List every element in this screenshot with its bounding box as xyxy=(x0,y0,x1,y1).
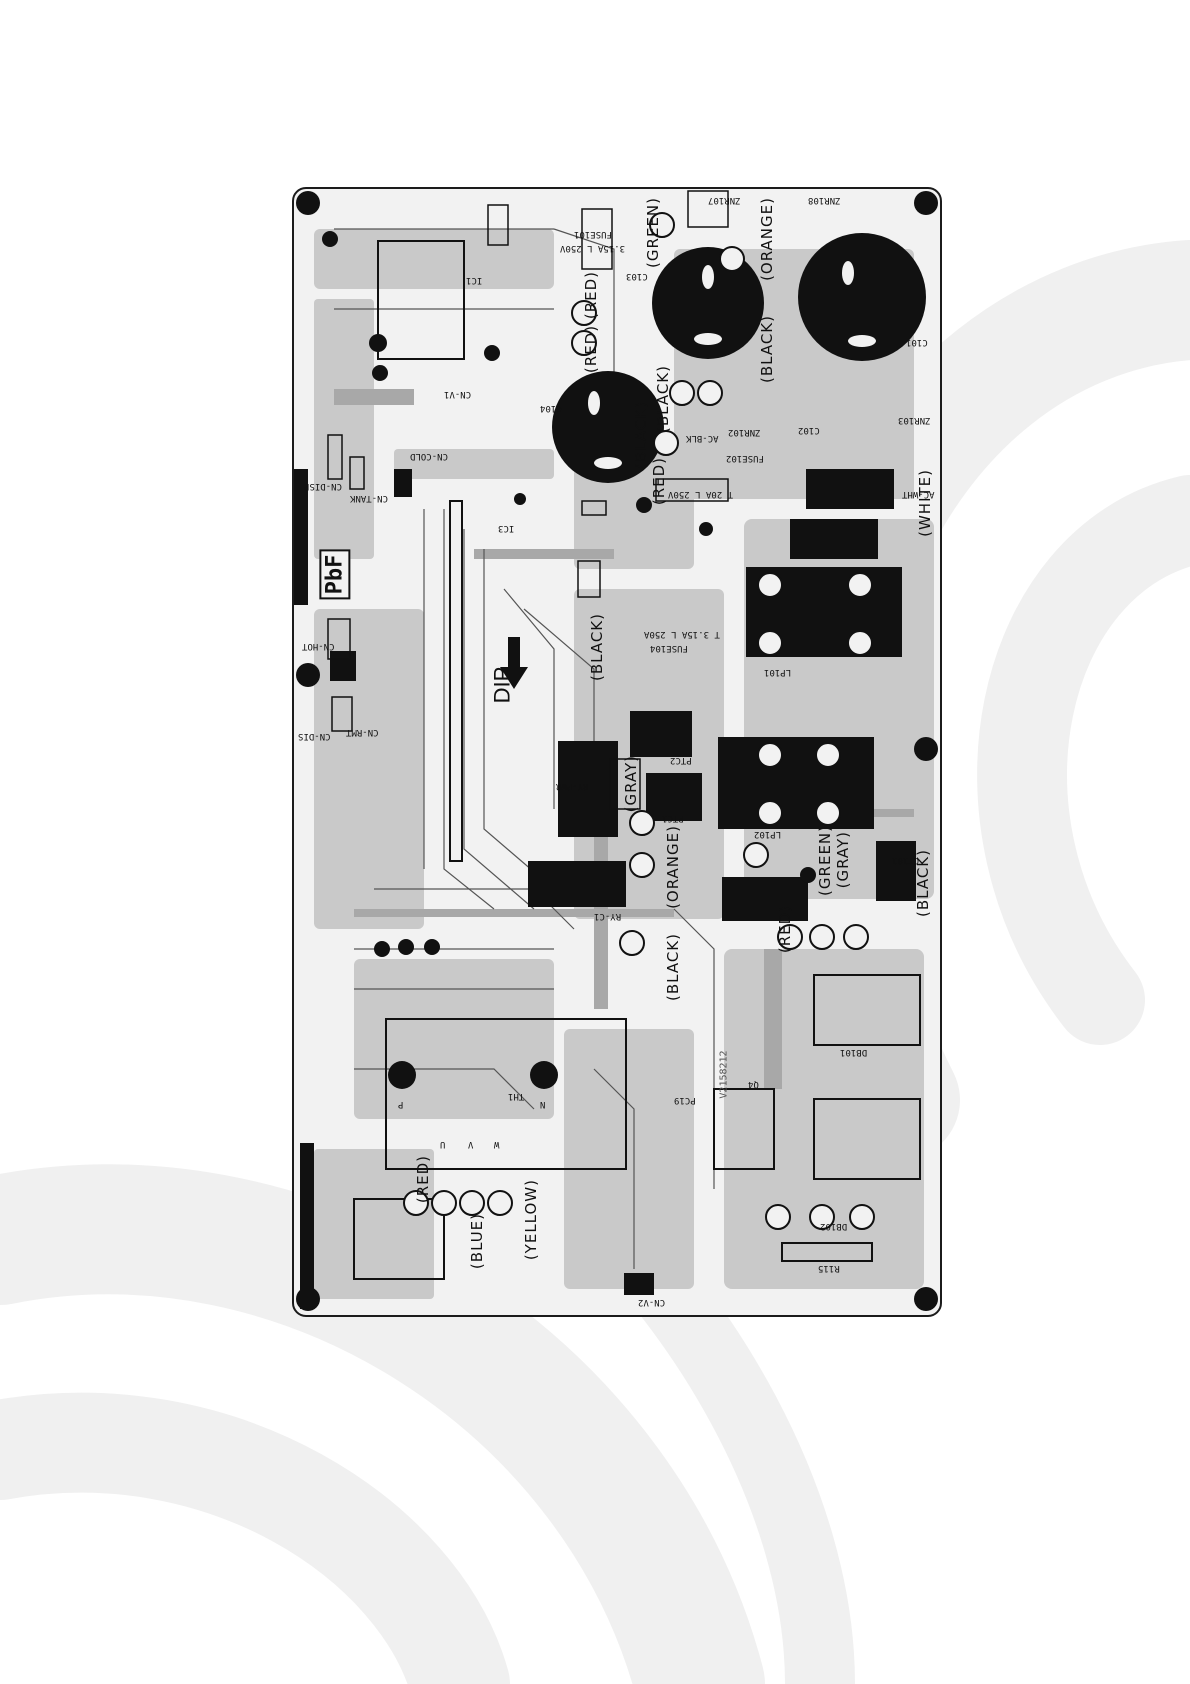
wire-label-black-top: (BLACK) xyxy=(758,315,776,384)
pcb-artwork xyxy=(294,190,938,1311)
wire-label-black-left: (BLACK) xyxy=(632,401,650,470)
wire-label-red-mid: (RED) xyxy=(650,457,668,506)
pbf-marking: PbF xyxy=(319,549,351,600)
ref-ry-c1: RY-C1 xyxy=(594,911,622,921)
ref-cn-v1: CN-V1 xyxy=(444,389,472,399)
ref-c104: C104 xyxy=(540,403,562,413)
ref-fuse104: FUSE104 xyxy=(650,643,688,653)
dip-marking: DIP xyxy=(489,666,515,704)
wire-label-orange-center: (ORANGE) xyxy=(664,825,682,909)
wire-label-white: (WHITE) xyxy=(916,469,934,537)
ref-cn-tank: CN-TANK xyxy=(350,493,388,503)
ref-pc19: PC19 xyxy=(674,1095,696,1105)
ref-c102: C102 xyxy=(798,425,820,435)
wire-label-green: (GREEN) xyxy=(644,197,662,268)
wire-label-blue-bottom: (BLUE) xyxy=(468,1213,486,1270)
wire-label-yellow-bottom: (YELLOW) xyxy=(522,1179,540,1261)
ref-cn-rmt: CN-RMT xyxy=(346,727,379,737)
board-version-mark: V2158212 xyxy=(718,1050,730,1099)
ref-p: P xyxy=(398,1099,404,1109)
ref-cn-v2: CN-V2 xyxy=(638,1297,666,1307)
ref-lp102: LP102 xyxy=(754,829,782,839)
wire-label-gray-right: (GRAY) xyxy=(834,831,852,889)
ref-th1: TH1 xyxy=(508,1091,525,1101)
ref-fuse102: FUSE102 xyxy=(726,453,764,463)
ref-u: U xyxy=(440,1139,446,1149)
ref-r115: R115 xyxy=(818,1263,840,1273)
ref-c101: C101 xyxy=(906,337,928,347)
ref-ic1: IC1 xyxy=(466,275,483,285)
ref-v: V xyxy=(468,1139,474,1149)
wire-label-red-lower: (RED) xyxy=(776,905,794,954)
pcb-board: PbF DIP V2158212 (GREEN) (RED) (RED) (OR… xyxy=(292,187,942,1317)
ref-cn-disp: CN-DISP xyxy=(304,481,342,491)
ref-znr108: ZNR108 xyxy=(808,195,841,205)
ref-ry-pwr: RY-PWR xyxy=(556,781,589,791)
wire-label-black-mid: (BLACK) xyxy=(654,365,672,434)
ref-cn-cold: CN-COLD xyxy=(410,451,448,461)
ref-n: N xyxy=(540,1099,546,1109)
ref-fuse102-rating: T 20A L 250V xyxy=(668,489,734,499)
ref-znr102: ZNR102 xyxy=(728,427,761,437)
wire-label-red-bottom: (RED) xyxy=(414,1155,432,1204)
ref-c103: C103 xyxy=(626,271,648,281)
ref-cn-hot: CN-HOT xyxy=(302,641,335,651)
wire-label-orange-top: (ORANGE) xyxy=(758,197,776,281)
ref-znr103: ZNR103 xyxy=(898,415,931,425)
wire-label-black-lower: (BLACK) xyxy=(664,933,682,1002)
ref-fuse101-rating: 3.15A L 250V xyxy=(560,243,626,253)
ref-ac-wht: AC-WHT xyxy=(902,489,935,499)
ref-ct101: CT101 xyxy=(892,855,920,865)
ref-ptc2: PTC2 xyxy=(670,755,692,765)
ref-fuse104-rating: T 3.15A L 250A xyxy=(644,629,720,639)
wire-label-green-right: (GREEN) xyxy=(816,825,834,896)
ref-znr107: ZNR107 xyxy=(708,195,741,205)
ref-lp101: LP101 xyxy=(764,667,792,677)
wire-label-black-center: (BLACK) xyxy=(588,613,606,682)
ref-db102: DB102 xyxy=(820,1221,848,1231)
ref-db101: DB101 xyxy=(840,1047,868,1057)
ref-w: W xyxy=(494,1139,500,1149)
wire-label-red-red: (RED) (RED) xyxy=(582,271,600,374)
ref-cn-dis: CN-DIS xyxy=(298,731,331,741)
wire-label-gray-center: (GRAY) xyxy=(622,755,640,813)
ref-ic3: IC3 xyxy=(498,523,515,533)
ref-fuse101: FUSE101 xyxy=(574,229,612,239)
ref-ptc1: PTC1 xyxy=(662,813,684,823)
ref-ac-blk: AC-BLK xyxy=(686,433,719,443)
ref-q4: Q4 xyxy=(748,1079,759,1089)
